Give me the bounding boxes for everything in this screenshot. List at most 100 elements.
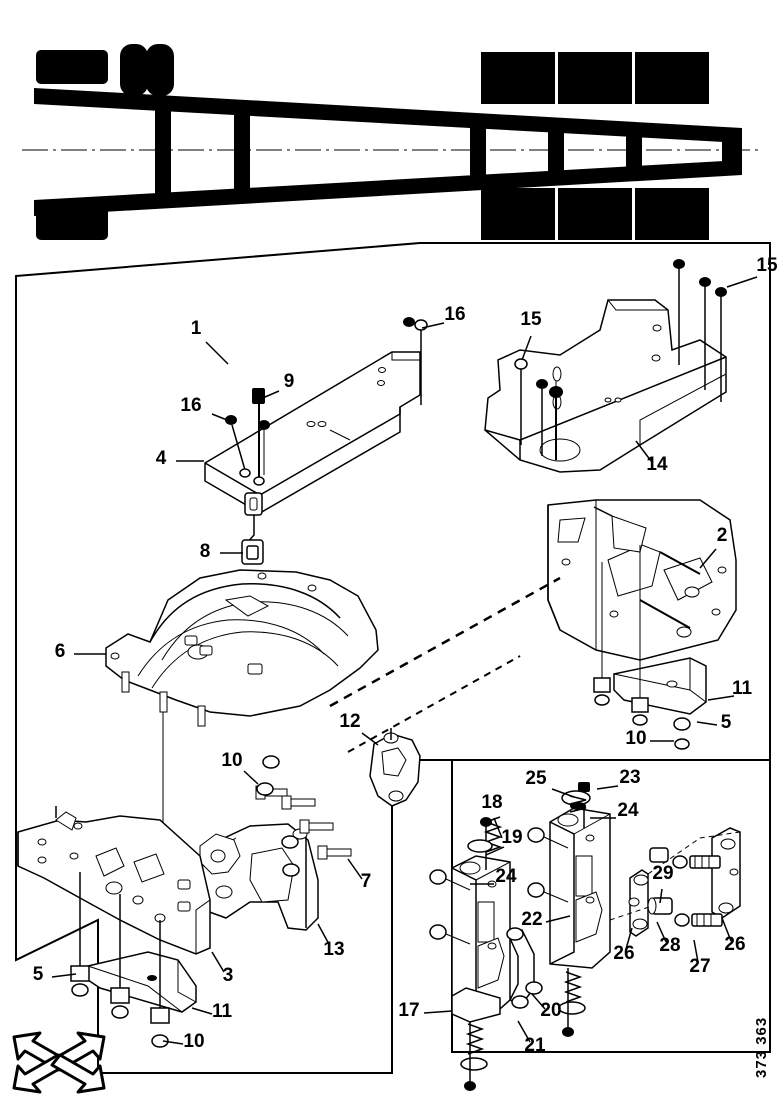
callout-leader-7 <box>347 858 363 880</box>
callout-label-12: 12 <box>339 711 360 732</box>
callout-10: 10 <box>162 1031 205 1052</box>
stud-2 <box>659 551 701 575</box>
callout-label-25: 25 <box>525 768 547 789</box>
callout-24: 24 <box>590 800 639 821</box>
callout-label-26: 26 <box>724 934 745 955</box>
callout-8: 8 <box>200 541 243 562</box>
callout-17: 17 <box>398 1000 453 1021</box>
left-bracket-hole-3 <box>69 852 79 860</box>
callout-label-23: 23 <box>619 767 640 788</box>
callout-leader-2 <box>699 548 717 569</box>
bolt-head-15b <box>536 379 548 389</box>
callout-4: 4 <box>156 448 204 469</box>
bolt-tip-16a <box>239 468 251 478</box>
heat-shield-detail-1 <box>224 595 270 617</box>
part-3-left-bracket <box>17 806 211 955</box>
callout-28: 28 <box>656 921 681 956</box>
nut-10-cluster-3 <box>281 835 299 849</box>
hexbolt-7b-head <box>299 819 310 834</box>
callout-label-9: 9 <box>284 371 295 392</box>
screw-2 <box>159 691 168 713</box>
cross-member-6 <box>722 128 742 174</box>
callout-22: 22 <box>521 909 571 930</box>
isolator-group-right <box>593 545 691 750</box>
hexbolt-7b <box>299 819 334 834</box>
callout-26: 26 <box>613 927 635 964</box>
side-nut-left-2-line <box>445 933 471 945</box>
bolt-group-7 <box>255 755 352 877</box>
nut-left-bottom <box>464 1081 476 1091</box>
right-bracket-hole-4 <box>711 608 721 616</box>
callout-label-14: 14 <box>646 454 668 475</box>
callout-leader-18 <box>493 817 503 839</box>
heat-shield-top-hole <box>257 572 267 580</box>
side-nut-left-1 <box>429 869 447 885</box>
part-14-right-cover-plate <box>484 299 727 473</box>
link-lever-bottom-eye <box>511 995 529 1009</box>
nut-right-bottom <box>562 1027 574 1037</box>
callout-label-22: 22 <box>521 909 542 930</box>
support-arm-window <box>249 847 295 903</box>
side-plate-far-hole-2 <box>718 902 734 914</box>
callout-label-27: 27 <box>689 956 710 977</box>
guide-block-right-hole-1 <box>585 834 595 842</box>
frame-rail-upper <box>34 88 742 143</box>
guide-block-right-bore <box>557 813 579 827</box>
callout-label-29: 29 <box>652 863 673 884</box>
callout-29: 29 <box>652 863 674 904</box>
cross-member-5 <box>626 126 642 174</box>
hexbolt-7b-shank <box>308 822 334 831</box>
isolator-5-left-2 <box>110 987 130 1004</box>
callout-5: 5 <box>33 964 77 985</box>
hexbolt-7a-head <box>281 795 292 810</box>
spring-24-left-bottom <box>465 1023 485 1055</box>
bolt-27-lower <box>674 913 723 927</box>
fastener-group-left-cover <box>225 317 428 486</box>
callout-leader-15 <box>521 335 532 361</box>
cross-rail-left-hole <box>147 975 157 981</box>
callout-leader-15 <box>726 276 758 288</box>
side-nut-right-1 <box>527 827 545 843</box>
right-plate-large-hole <box>539 438 581 462</box>
callout-leader-14 <box>635 440 652 462</box>
callout-label-16: 16 <box>180 395 201 416</box>
callout-label-17: 17 <box>398 1000 419 1021</box>
cover-plate-hole-1 <box>306 421 316 427</box>
callout-label-7: 7 <box>361 871 372 892</box>
right-plate-lower-edge <box>639 373 727 445</box>
right-plate-hole-3 <box>652 324 662 332</box>
callout-label-5: 5 <box>721 712 732 733</box>
bolt-head-15a <box>514 358 528 370</box>
hexbolt-7a-shank <box>290 798 316 807</box>
fastener-group-27-28-29 <box>609 831 741 927</box>
right-bracket-hole-3 <box>717 566 727 574</box>
callout-3: 3 <box>211 951 233 986</box>
cover-plate-hole-3 <box>378 367 386 373</box>
nut-10-left-1 <box>71 983 89 997</box>
callout-leader-19 <box>485 846 505 856</box>
guide-block-left-bore <box>459 861 481 875</box>
callout-label-15: 15 <box>756 255 778 276</box>
callout-label-24: 24 <box>495 866 517 887</box>
bolt-head-23 <box>578 782 590 792</box>
right-bracket-studs <box>593 506 701 638</box>
isolator-5-left-1 <box>70 965 90 982</box>
callout-11: 11 <box>707 678 752 701</box>
bolt-washer-16b <box>414 319 428 331</box>
nut-10-right-1 <box>594 694 610 706</box>
heat-shield-rib-3 <box>137 619 325 677</box>
callout-5: 5 <box>696 712 732 733</box>
left-bracket-tab <box>55 811 77 831</box>
callout-21: 21 <box>517 1020 546 1056</box>
callout-15: 15 <box>520 309 542 361</box>
fastener-group-right-cover <box>514 259 727 460</box>
callout-leader-21 <box>517 1020 531 1043</box>
callout-10: 10 <box>221 750 259 785</box>
bolt-head-15e <box>699 277 711 287</box>
cross-rail-right-edge <box>613 673 691 691</box>
callout-12: 12 <box>339 711 379 746</box>
bushing-29-upper-body <box>649 847 669 863</box>
callout-9: 9 <box>257 371 295 401</box>
